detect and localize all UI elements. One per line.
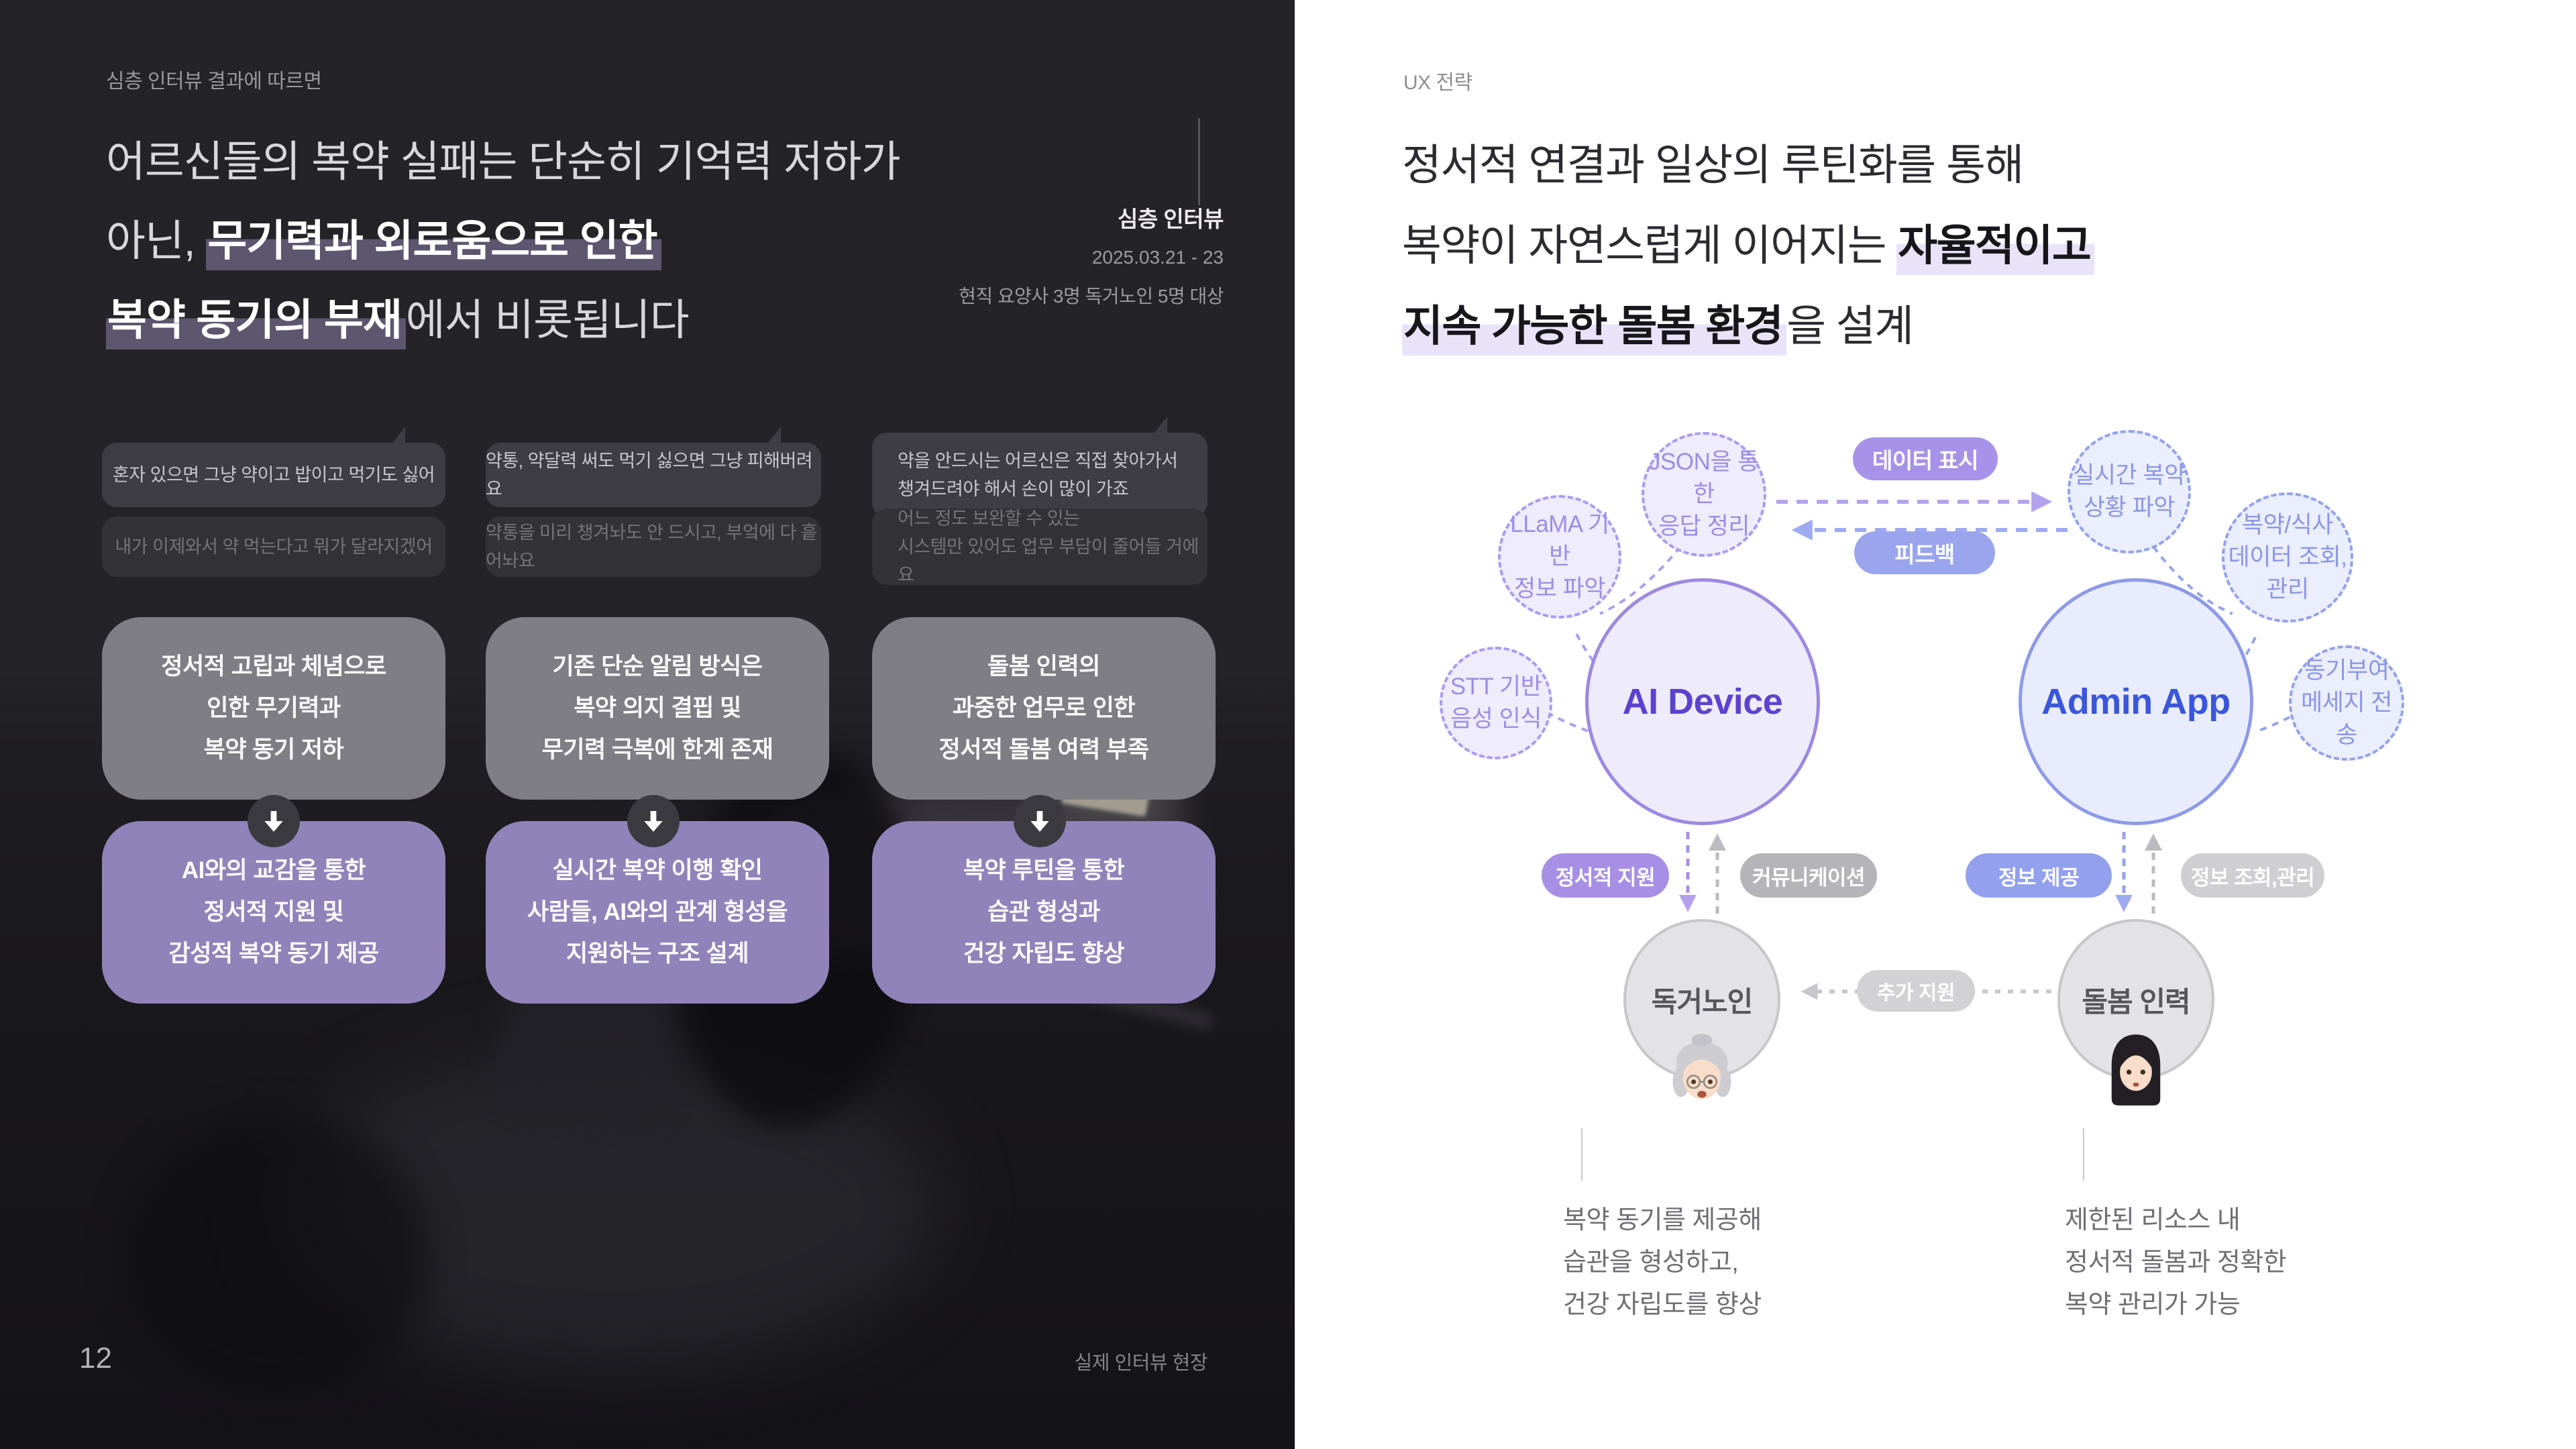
quote-bubble: 약을 안드시는 어르신은 직접 찾아가서 챙겨드려야 해서 손이 많이 가죠: [872, 417, 1208, 517]
pill-data-display: 데이터 표시: [1853, 437, 1998, 480]
problem-card: 정서적 고립과 체념으로 인한 무기력과 복약 동기 저하: [102, 617, 445, 800]
down-arrow-icon: [248, 795, 300, 847]
left-slide: 심층 인터뷰 결과에 따르면 어르신들의 복약 실패는 단순히 기억력 저하가 …: [0, 0, 1295, 1449]
admin-satellite-live-status: 실시간 복약 상황 파악: [2068, 430, 2191, 553]
ai-device-node: AI Device: [1585, 578, 1820, 825]
down-arrow-icon: [1014, 795, 1066, 847]
pill-extra-support: 추가 지원: [1857, 970, 1975, 1012]
pill-info-provide: 정보 제공: [1966, 853, 2112, 898]
right-slide: UX 전략 정서적 연결과 일상의 루틴화를 통해 복약이 자연스럽게 이어지는…: [1295, 0, 2576, 1449]
meta-subject: 현직 요양사 3명 독거노인 5명 대상: [959, 286, 1224, 307]
right-heading: 정서적 연결과 일상의 루틴화를 통해 복약이 자연스럽게 이어지는 자율적이고…: [1402, 125, 2095, 366]
caregiver-node: 돌봄 인력: [2057, 919, 2214, 1106]
left-heading: 어르신들의 복약 실패는 단순히 기억력 저하가 아닌, 무기력과 외로움으로 …: [106, 122, 901, 360]
problem-card: 돌봄 인력의 과중한 업무로 인한 정서적 돌봄 여력 부족: [872, 617, 1216, 800]
quote-bubble: 약통, 약달력 써도 먹기 싫으면 그냥 피해버려요: [486, 427, 821, 507]
quote-bubble: 혼자 있으면 그냥 약이고 밥이고 먹기도 싫어: [102, 427, 445, 507]
ai-satellite-json: JSON을 통한 응답 정리: [1642, 432, 1766, 557]
left-heading-line2: 아닌, 무기력과 외로움으로 인한: [106, 201, 900, 280]
meta-date: 2025.03.21 - 23: [1091, 247, 1224, 268]
quote-bubble: 어느 정도 보완할 수 있는 시스템만 있어도 업무 부담이 줄어들 거에요: [872, 508, 1208, 585]
elder-node: 독거노인: [1623, 919, 1780, 1099]
left-heading-line3: 복약 동기의 부재에서 비롯됩니다: [106, 280, 900, 360]
meta-divider: [1198, 118, 1200, 205]
right-heading-line2: 복약이 자연스럽게 이어지는 자율적이고: [1402, 205, 2095, 286]
meta-title: 심층 인터뷰: [1118, 207, 1224, 231]
right-heading-line3: 지속 가능한 돌봄 환경을 설계: [1402, 286, 2094, 366]
caregiver-note: 제한된 리소스 내 정서적 돌봄과 정확한 복약 관리가 가능: [2065, 1206, 2287, 1319]
down-arrow-icon: [627, 795, 680, 847]
admin-satellite-motivation: 동기부여 메세지 전송: [2289, 645, 2404, 761]
page-number: 12: [79, 1342, 112, 1375]
right-eyebrow: UX 전략: [1403, 72, 1472, 94]
admin-satellite-data-manage: 복약/식사 데이터 조회,관리: [2222, 492, 2353, 623]
pill-communication: 커뮤니케이션: [1740, 853, 1877, 898]
elder-avatar-icon: [1672, 1034, 1731, 1099]
quote-bubble: 내가 이제와서 약 먹는다고 뭐가 달라지겠어: [102, 517, 445, 577]
pill-feedback: 피드백: [1854, 531, 1995, 574]
pill-info-lookup: 정보 조회,관리: [2181, 853, 2324, 898]
admin-app-node: Admin App: [2019, 578, 2253, 825]
ai-satellite-stt: STT 기반 음성 인식: [1440, 647, 1552, 759]
solution-card: AI와의 교감을 통한 정서적 지원 및 감성적 복약 동기 제공: [102, 821, 445, 1004]
ai-satellite-llama: LLaMA 기반 정보 파악: [1498, 495, 1621, 619]
right-heading-line1: 정서적 연결과 일상의 루틴화를 통해: [1402, 141, 2024, 189]
problem-card: 기존 단순 알림 방식은 복약 의지 결핍 및 무기력 극복에 한계 존재: [486, 617, 829, 800]
left-heading-line1: 어르신들의 복약 실패는 단순히 기억력 저하가: [106, 138, 901, 186]
solution-card: 복약 루틴을 통한 습관 형성과 건강 자립도 향상: [872, 821, 1216, 1004]
caregiver-label: 돌봄 인력: [2082, 985, 2190, 1018]
left-eyebrow: 심층 인터뷰 결과에 따르면: [106, 70, 322, 93]
quote-bubble: 약통을 미리 챙겨놔도 안 드시고, 부엌에 다 흩어놔요: [486, 517, 821, 577]
photo-person-silhouette: [121, 1114, 429, 1395]
caregiver-avatar-icon: [2111, 1034, 2161, 1106]
pill-emotional-support: 정서적 지원: [1542, 853, 1669, 898]
solution-card: 실시간 복약 이행 확인 사람들, AI와의 관계 형성을 지원하는 구조 설계: [486, 821, 829, 1004]
photo-caption: 실제 인터뷰 현장: [1074, 1352, 1208, 1374]
elder-note: 복약 동기를 제공해 습관을 형성하고, 건강 자립도를 향상: [1563, 1206, 1762, 1319]
elder-label: 독거노인: [1651, 985, 1754, 1018]
